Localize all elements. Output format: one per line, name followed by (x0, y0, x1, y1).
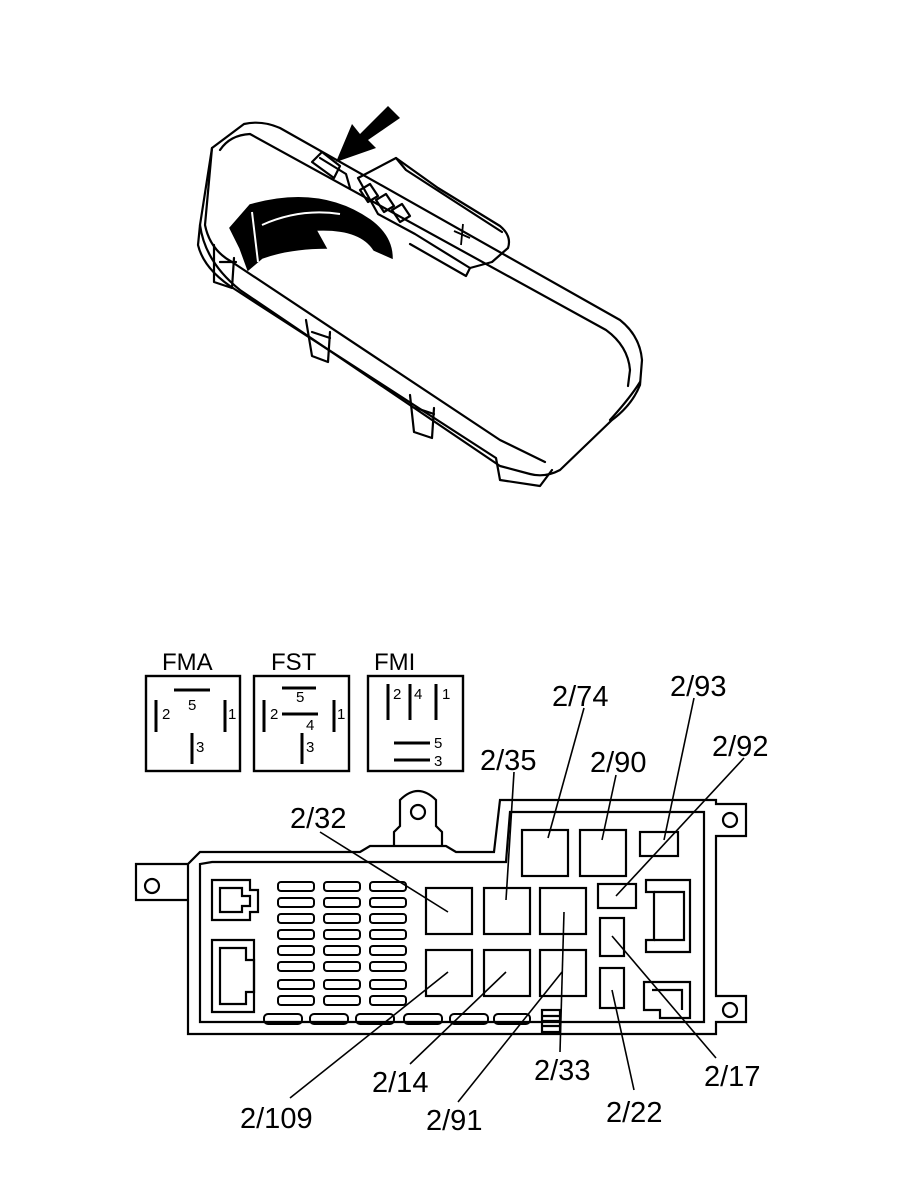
leader-lines (289, 697, 745, 1103)
relay-legend-fst: FST 5 2 4 1 3 (252, 649, 351, 773)
pin-label: 1 (228, 706, 236, 723)
callout-2-92: 2/92 (712, 731, 768, 763)
pin-label: 2 (270, 706, 278, 723)
rotate-arrow-icon (229, 197, 393, 272)
pin-label: 2 (393, 686, 401, 703)
relay-legend: FMA 5 2 1 3 FST 5 2 4 1 3 F (144, 649, 465, 773)
relay-2-109 (424, 948, 474, 998)
callout-2-22: 2/22 (606, 1097, 662, 1129)
fuse-2-22 (598, 966, 626, 1010)
mini-fuse-grid (263, 881, 531, 1025)
fuse-2-92 (596, 882, 638, 910)
pin-label: 5 (434, 735, 442, 752)
pin-label: 4 (414, 686, 422, 703)
pin-label: 5 (296, 689, 304, 706)
pin-label: 1 (442, 686, 450, 703)
callout-2-90: 2/90 (590, 747, 646, 779)
push-arrow-icon (336, 106, 400, 162)
fuse-2-17 (598, 916, 626, 958)
pin-label: 5 (188, 697, 196, 714)
callout-2-32: 2/32 (290, 803, 346, 835)
relay-name: FST (271, 649, 317, 676)
callout-2-33: 2/33 (534, 1055, 590, 1087)
cover-illustration (196, 121, 644, 488)
pin-label: 1 (337, 706, 345, 723)
callout-2-14: 2/14 (372, 1067, 428, 1099)
battery-plus-icon (453, 223, 471, 246)
pin-label: 2 (162, 706, 170, 723)
pin-label: 3 (306, 739, 314, 756)
relay-legend-fmi: FMI 2 4 1 5 3 (366, 649, 465, 773)
callout-2-93: 2/93 (670, 671, 726, 703)
relay-2-90 (578, 828, 628, 878)
relay-name: FMI (374, 649, 415, 676)
callout-2-17: 2/17 (704, 1061, 760, 1093)
relay-2-32 (424, 886, 474, 936)
pin-label: 4 (306, 717, 314, 734)
pin-label: 3 (196, 739, 204, 756)
relay-2-14 (482, 948, 532, 998)
relay-2-74 (520, 828, 570, 878)
callout-labels: 2/74 2/93 2/92 2/35 2/90 2/32 2/109 2/14… (240, 671, 768, 1137)
callout-2-74: 2/74 (552, 681, 608, 713)
relay-name: FMA (162, 649, 213, 676)
fuse-2-93 (638, 830, 680, 858)
callout-2-35: 2/35 (480, 745, 536, 777)
relay-legend-fma: FMA 5 2 1 3 (144, 649, 242, 773)
fuse-box (134, 789, 748, 1036)
pin-label: 3 (434, 753, 442, 770)
callout-2-109: 2/109 (240, 1103, 313, 1135)
callout-2-91: 2/91 (426, 1105, 482, 1137)
